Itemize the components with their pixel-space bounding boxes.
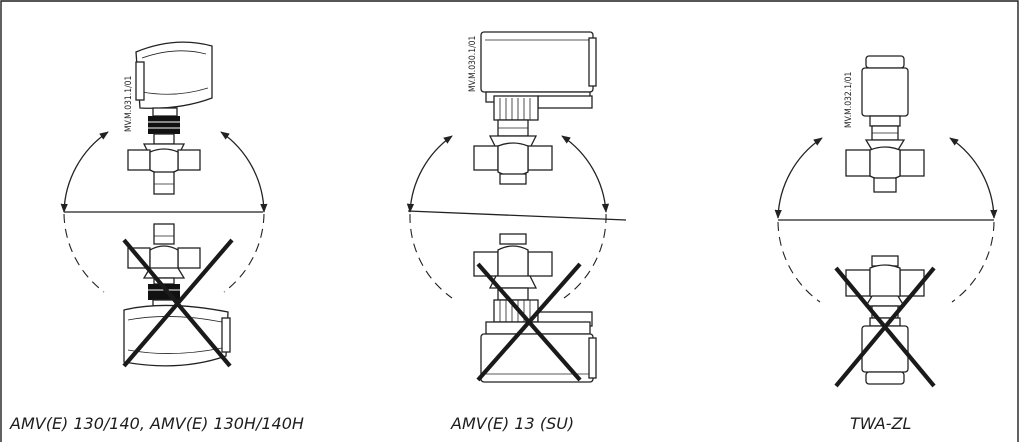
rotation-arrow-right	[220, 131, 268, 213]
actuator-inverted	[123, 284, 231, 367]
actuator-inverted	[861, 317, 909, 385]
rotation-arrow-right	[561, 135, 610, 213]
drawing-code: MV.M.030.1/01	[468, 35, 478, 92]
caption-twa: TWA-ZL	[850, 414, 912, 433]
dashed-arc-left	[777, 221, 821, 303]
rotation-arrow-left	[774, 137, 823, 219]
valve-inverted	[845, 255, 925, 319]
valve-inverted	[473, 233, 553, 301]
actuator-upright	[480, 31, 597, 121]
dashed-arc-right	[563, 213, 607, 299]
rotation-arrow-left	[406, 135, 453, 213]
drawing-code: MV.M.032.1/01	[844, 71, 854, 128]
drawing-code: MV.M.031.1/01	[124, 75, 134, 132]
dashed-arc-right	[223, 213, 265, 293]
prohibited-cross	[476, 262, 582, 382]
caption-amv13: AMV(E) 13 (SU)	[451, 414, 575, 433]
dashed-arc-right	[951, 221, 995, 303]
valve-inverted	[127, 223, 201, 285]
caption-amv130: AMV(E) 130/140, AMV(E) 130H/140H	[10, 414, 304, 433]
rotation-arrow-right	[949, 137, 998, 219]
panel-amv13: MV.M.030.1/01	[406, 31, 627, 383]
prohibited-cross	[834, 266, 936, 388]
valve-upright	[127, 133, 201, 195]
prohibited-cross	[122, 238, 234, 368]
panel-amv130: MV.M.031.1/01	[60, 41, 268, 368]
dashed-arc-left	[63, 213, 105, 293]
valve-upright	[845, 125, 925, 193]
horizontal-line	[407, 210, 627, 221]
panel-twa: MV.M.032.1/01	[774, 55, 998, 388]
actuator-upright	[861, 55, 909, 127]
rotation-arrow-left	[60, 131, 109, 213]
valve-upright	[473, 119, 553, 185]
dashed-arc-left	[409, 213, 453, 299]
actuator-upright	[135, 41, 213, 134]
